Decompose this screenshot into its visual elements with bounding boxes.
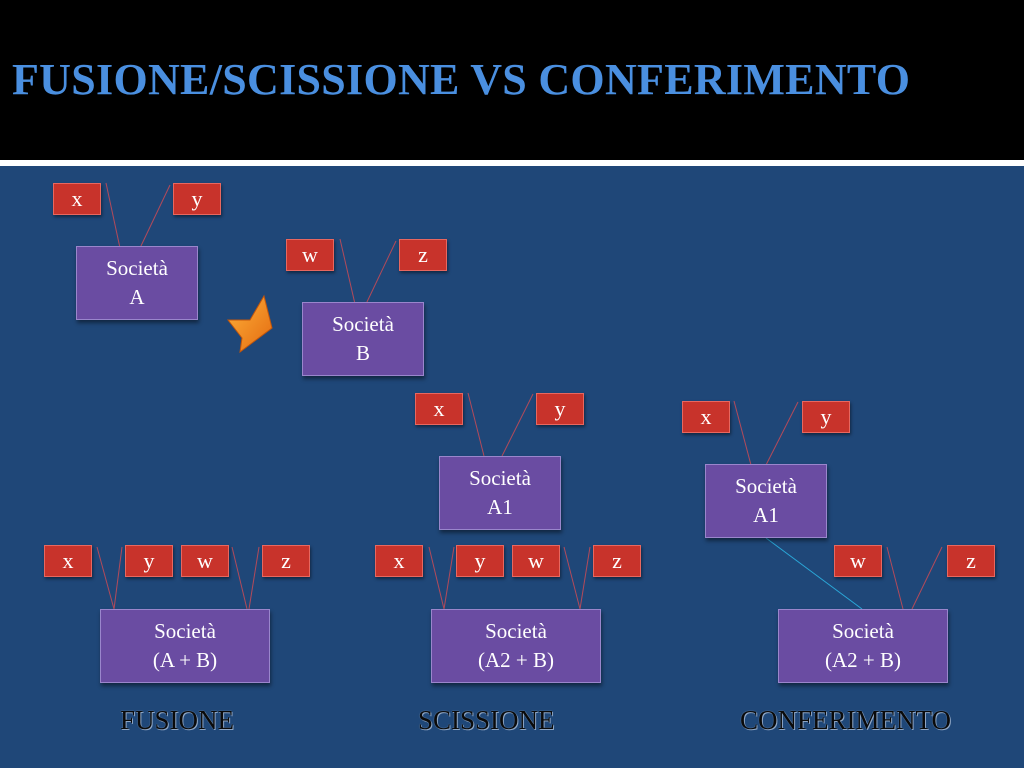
- company-a1-label: Società: [735, 474, 797, 498]
- leaf-z: z: [593, 545, 641, 577]
- label-conferimento: CONFERIMENTO: [740, 705, 952, 735]
- company-conferimento-label: Società: [832, 619, 894, 643]
- company-b: Società B: [302, 302, 424, 376]
- connector: [139, 184, 171, 249]
- company-a1-label: Società: [469, 466, 531, 490]
- connector: [765, 401, 799, 466]
- company-fusione-name: (A + B): [152, 648, 218, 672]
- connector: [733, 400, 752, 466]
- leaf-w: w: [512, 545, 560, 577]
- leaf-x: x: [375, 545, 423, 577]
- leaf-x: x: [44, 545, 92, 577]
- leaf-y: y: [802, 401, 850, 433]
- leaf-x: x: [415, 393, 463, 425]
- conferimento-link: [765, 537, 863, 610]
- title-bar: FUSIONE/SCISSIONE VS CONFERIMENTO: [0, 0, 1024, 160]
- company-scissione-label: Società: [485, 619, 547, 643]
- connector: [501, 393, 534, 457]
- leaf-y: y: [173, 183, 221, 215]
- label-scissione: SCISSIONE: [418, 705, 555, 735]
- connector: [579, 546, 591, 610]
- company-scissione: Società (A2 + B): [431, 609, 601, 683]
- arrow-icon: [226, 294, 273, 354]
- connector: [911, 546, 943, 610]
- connector: [105, 182, 121, 249]
- company-conferimento: Società (A2 + B): [778, 609, 948, 683]
- leaf-y: y: [125, 545, 173, 577]
- company-a: Società A: [76, 246, 198, 320]
- company-fusione-label: Società: [154, 619, 216, 643]
- company-a-name: A: [129, 285, 145, 309]
- leaf-z: z: [399, 239, 447, 271]
- company-a1-scissione: Società A1: [439, 456, 561, 530]
- leaf-w: w: [181, 545, 229, 577]
- leaf-z: z: [947, 545, 995, 577]
- label-fusione: FUSIONE: [120, 705, 235, 735]
- company-a-label: Società: [106, 256, 168, 280]
- connector: [886, 546, 904, 610]
- company-scissione-name: (A2 + B): [477, 648, 554, 672]
- connector: [563, 546, 581, 610]
- company-a1-name: A1: [487, 495, 513, 519]
- connector: [248, 546, 260, 610]
- connector: [339, 238, 356, 305]
- connector: [113, 546, 123, 610]
- company-a1-name: A1: [753, 503, 779, 527]
- slide-title: FUSIONE/SCISSIONE VS CONFERIMENTO: [12, 55, 911, 104]
- company-b-label: Società: [332, 312, 394, 336]
- title-divider: [0, 160, 1024, 166]
- company-fusione: Società (A + B): [100, 609, 270, 683]
- leaf-y: y: [536, 393, 584, 425]
- leaf-x: x: [682, 401, 730, 433]
- connector: [428, 546, 445, 610]
- company-a1-conferimento: Società A1: [705, 464, 827, 538]
- connector: [96, 546, 115, 610]
- leaf-x: x: [53, 183, 101, 215]
- leaf-w: w: [286, 239, 334, 271]
- connector: [467, 392, 485, 457]
- connector: [365, 240, 397, 305]
- connector: [231, 546, 248, 610]
- company-b-name: B: [355, 341, 370, 365]
- leaf-z: z: [262, 545, 310, 577]
- company-conferimento-name: (A2 + B): [824, 648, 901, 672]
- leaf-y: y: [456, 545, 504, 577]
- leaf-w: w: [834, 545, 882, 577]
- connector: [443, 546, 455, 610]
